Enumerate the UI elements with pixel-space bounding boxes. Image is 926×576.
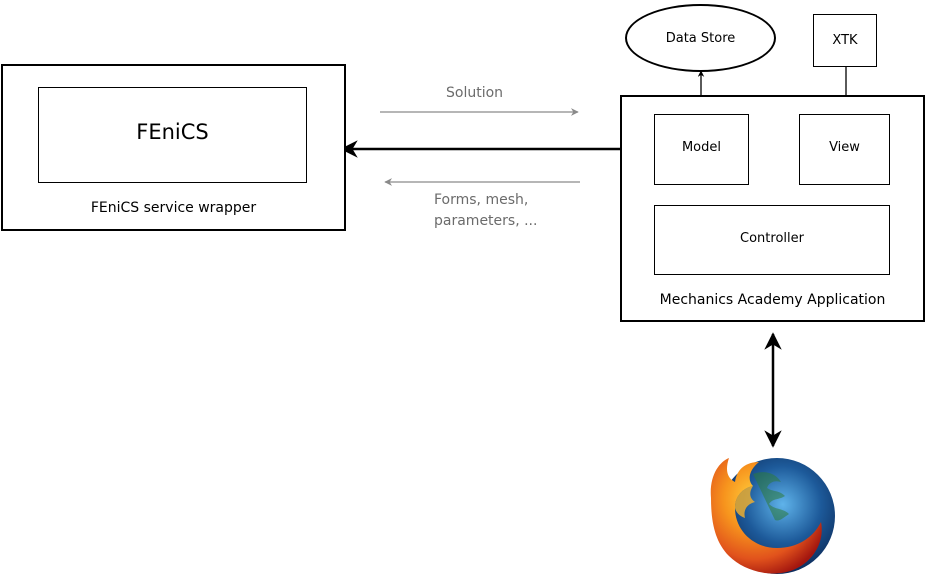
fenics-wrapper-label: FEniCS service wrapper: [90, 200, 257, 216]
solution-label: Solution: [446, 85, 504, 101]
forms-label-line2: parameters, ...: [434, 213, 538, 229]
data-store-label: Data Store: [665, 31, 736, 46]
fenics-label: FEniCS: [136, 120, 209, 144]
model-box: [654, 114, 749, 185]
view-label: View: [829, 140, 860, 155]
application-title: Mechanics Academy Application: [659, 292, 886, 308]
controller-box: [654, 205, 890, 275]
data-store-ellipse: [625, 4, 776, 72]
xtk-label: XTK: [832, 33, 858, 48]
view-box: [799, 114, 890, 185]
forms-label-line1: Forms, mesh,: [434, 192, 529, 208]
xtk-box: [813, 14, 877, 67]
fenics-box: [38, 87, 307, 183]
controller-label: Controller: [740, 231, 804, 246]
model-label: Model: [681, 140, 722, 155]
firefox-logo-icon: [710, 458, 835, 574]
